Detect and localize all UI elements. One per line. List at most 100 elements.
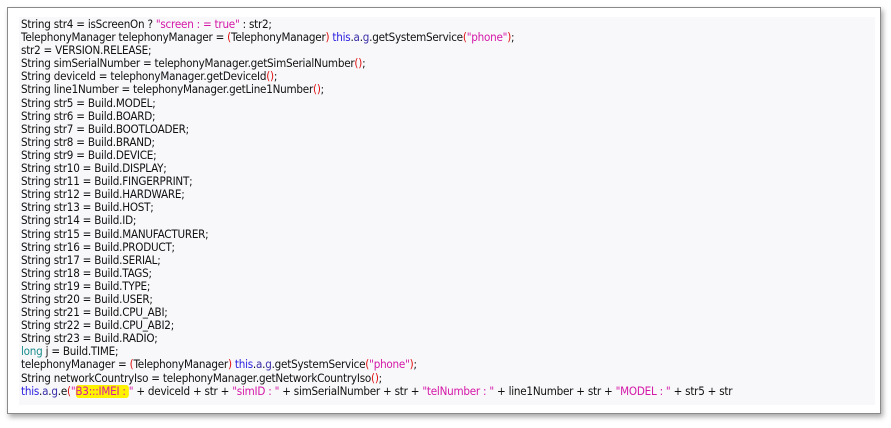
code-text: String str23 = Build.RADIO; [21, 332, 158, 346]
keyword: this [21, 384, 40, 398]
code-line: String str8 = Build.BRAND; [21, 136, 732, 149]
string-literal: "MODEL : " [615, 384, 671, 398]
field-name: g [51, 384, 58, 398]
code-text: . [252, 358, 256, 372]
code-line: String str7 = Build.BOOTLOADER; [21, 123, 732, 136]
code-text: telephonyManager = [21, 358, 130, 372]
code-line: String str5 = Build.MODEL; [21, 97, 732, 110]
code-line: String str13 = Build.HOST; [21, 201, 732, 214]
code-text: String str16 = Build.PRODUCT; [21, 240, 175, 254]
code-text: String simSerialNumber = telephonyManage… [21, 57, 355, 71]
parenthesis: ( [227, 31, 232, 45]
code-text: String str21 = Build.CPU_ABI; [21, 306, 168, 320]
code-text: . [350, 31, 354, 45]
code-block: String str4 = isScreenOn ? "screen : = t… [19, 17, 875, 405]
code-text: String str20 = Build.USER; [21, 292, 153, 306]
code-line: String str6 = Build.BOARD; [21, 110, 732, 123]
screenshot-frame: String str4 = isScreenOn ? "screen : = t… [7, 7, 881, 414]
code-text: . [262, 358, 266, 372]
code-text: String str5 = Build.MODEL; [21, 96, 156, 110]
code-text: String networkCountryIso = telephonyMana… [21, 371, 372, 385]
parenthesis: () [266, 70, 274, 84]
parenthesis: ) [507, 31, 512, 45]
code-text: ; [413, 358, 417, 372]
code-line: String str4 = isScreenOn ? "screen : = t… [21, 18, 732, 31]
string-literal: "screen : = true" [155, 18, 240, 31]
code-text: ; [362, 57, 366, 71]
code-line: String str21 = Build.CPU_ABI; [21, 306, 732, 319]
code-text: ; [378, 371, 382, 385]
parenthesis: () [313, 83, 321, 97]
code-line: String str9 = Build.DEVICE; [21, 149, 732, 162]
code-line: TelephonyManager telephonyManager = (Tel… [21, 31, 732, 44]
code-text: String str8 = Build.BRAND; [21, 135, 155, 149]
code-line: telephonyManager = (TelephonyManager) th… [21, 358, 732, 371]
parenthesis: ( [129, 358, 134, 372]
parenthesis: () [354, 57, 363, 71]
code-text: .e [57, 384, 68, 398]
code-text: TelephonyManager [231, 31, 326, 45]
code-text: ; [273, 70, 278, 84]
code-text: String str22 = Build.CPU_ABI2; [21, 319, 174, 333]
code-text: j = Build.TIME; [42, 345, 119, 359]
code-text: String deviceId = telephonyManager.getDe… [21, 70, 267, 84]
string-literal: " [70, 384, 76, 398]
code-text: + deviceId + str + [133, 384, 233, 398]
code-line: String str19 = Build.TYPE; [21, 280, 732, 293]
string-literal: "simID : " [232, 384, 280, 398]
code-text: . [39, 384, 43, 398]
code-text: + simSerialNumber + str + [279, 384, 423, 398]
code-line: String str17 = Build.SERIAL; [21, 254, 732, 267]
code-text: TelephonyManager [133, 358, 228, 372]
code-line: String str16 = Build.PRODUCT; [21, 241, 732, 254]
code-line: String str15 = Build.MANUFACTURER; [21, 228, 732, 241]
code-text: String str17 = Build.SERIAL; [21, 253, 161, 267]
code-text: String str15 = Build.MANUFACTURER; [21, 227, 209, 241]
code-text: + str5 + str [670, 384, 733, 398]
code-text: String str18 = Build.TAGS; [21, 266, 152, 280]
code-text: String str7 = Build.BOOTLOADER; [21, 122, 189, 136]
code-text: str2 = VERSION.RELEASE; [21, 44, 152, 58]
field-name: g [265, 358, 272, 372]
code-text: String str12 = Build.HARDWARE; [21, 188, 185, 202]
code-line: String line1Number = telephonyManager.ge… [21, 83, 732, 96]
parenthesis: ) [325, 31, 330, 45]
field-name: a [255, 358, 263, 372]
keyword: this [332, 31, 351, 45]
code-text: String line1Number = telephonyManager.ge… [21, 83, 314, 97]
string-literal: "telNumber : " [422, 384, 494, 398]
field-name: g [362, 31, 370, 45]
code-line: long j = Build.TIME; [21, 345, 732, 358]
code-text: . [48, 384, 52, 398]
parenthesis: ) [409, 358, 414, 372]
highlighted-string: B3:::IMEI : [75, 384, 129, 398]
code-text: String str9 = Build.DEVICE; [21, 148, 157, 162]
code-text: .getSystemService [271, 358, 366, 372]
code-lines: String str4 = isScreenOn ? "screen : = t… [21, 18, 733, 398]
code-text: ; [320, 83, 324, 97]
code-text: ; [511, 31, 515, 45]
code-text: : str2; [239, 18, 272, 31]
code-line: this.a.g.e("B3:::IMEI : " + deviceId + s… [21, 384, 733, 398]
code-line: str2 = VERSION.RELEASE; [21, 44, 732, 57]
code-line: String str10 = Build.DISPLAY; [21, 162, 732, 175]
code-line: String str14 = Build.ID; [21, 214, 732, 227]
code-line: String str22 = Build.CPU_ABI2; [21, 319, 732, 332]
code-text: String str14 = Build.ID; [21, 214, 137, 228]
code-text: String str11 = Build.FINGERPRINT; [21, 175, 193, 189]
code-text: String str19 = Build.TYPE; [21, 279, 151, 293]
string-literal: "phone" [369, 358, 410, 372]
code-line: String str18 = Build.TAGS; [21, 267, 732, 280]
parenthesis: ( [462, 31, 467, 45]
code-text: . [359, 31, 363, 45]
field-name: a [42, 384, 49, 398]
code-text: + line1Number + str + [493, 384, 616, 398]
code-line: String simSerialNumber = telephonyManage… [21, 57, 732, 70]
parenthesis: ( [67, 384, 71, 398]
code-line: String str23 = Build.RADIO; [21, 332, 732, 345]
code-line: String deviceId = telephonyManager.getDe… [21, 70, 732, 83]
keyword: this [234, 358, 253, 372]
code-text: String str4 = isScreenOn ? [21, 18, 156, 31]
code-text: String str13 = Build.HOST; [21, 201, 154, 215]
code-line: String networkCountryIso = telephonyMana… [21, 372, 732, 385]
